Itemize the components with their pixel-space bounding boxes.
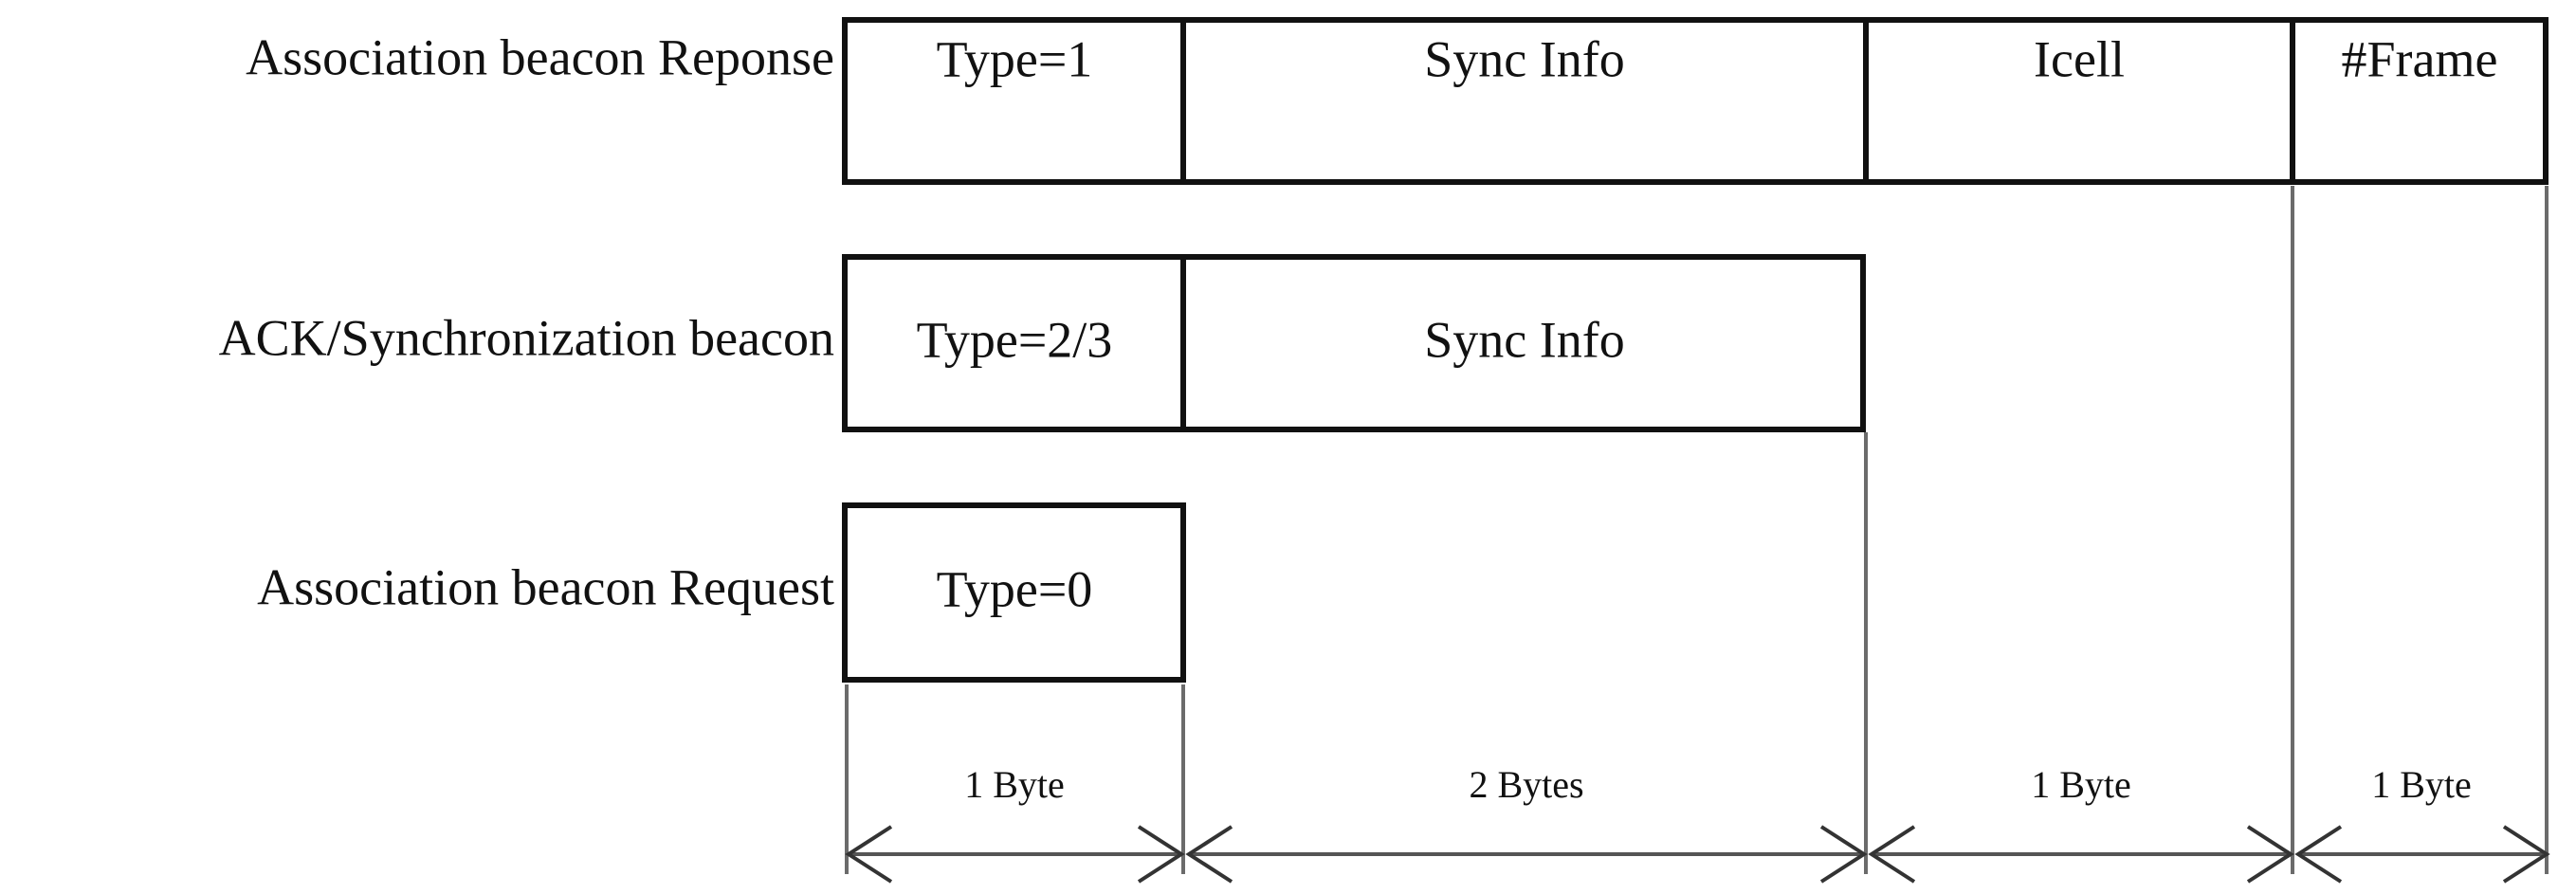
field-sync-info-2: Sync Info — [1424, 311, 1624, 368]
arrow-head-left-icon — [845, 825, 893, 884]
field-frame-number: #Frame — [2342, 30, 2498, 87]
row-label-association-beacon-request: Association beacon Request — [257, 558, 834, 615]
arrow-head-right-icon — [1137, 825, 1185, 884]
arrow-head-right-icon — [2246, 825, 2294, 884]
row-label-association-beacon-reponse: Association beacon Reponse — [246, 28, 834, 85]
dim-label-type: 1 Byte — [964, 763, 1065, 806]
row-label-ack-synchronization-beacon: ACK/Synchronization beacon — [219, 309, 834, 366]
row-association-beacon-reponse: Type=1 Sync Info Icell #Frame — [842, 17, 2549, 185]
field-icell: Icell — [2034, 30, 2125, 87]
dim-label-sync: 2 Bytes — [1469, 763, 1583, 806]
arrow-head-left-icon — [1868, 825, 1916, 884]
arrow-head-left-icon — [2294, 825, 2343, 884]
dimension-sync-info-bytes: 2 Bytes — [1185, 763, 1868, 884]
row-ack-synchronization-beacon: Type=2/3 Sync Info — [842, 254, 1866, 432]
arrow-head-left-icon — [1185, 825, 1233, 884]
arrow-head-right-icon — [2502, 825, 2550, 884]
dim-label-frame: 1 Byte — [2371, 763, 2472, 806]
field-sync-info-1: Sync Info — [1424, 30, 1624, 87]
arrow-head-right-icon — [1819, 825, 1868, 884]
field-type-0: Type=0 — [937, 560, 1093, 617]
dim-label-icell: 1 Byte — [2031, 763, 2131, 806]
dimension-icell-byte: 1 Byte — [1868, 763, 2294, 884]
row3-outer-box — [842, 502, 1186, 683]
dimension-frame-byte: 1 Byte — [2294, 763, 2550, 884]
row2-outer-box — [842, 254, 1866, 432]
field-type-1: Type=1 — [937, 30, 1093, 87]
dimension-type-byte: 1 Byte — [845, 763, 1185, 884]
row1-outer-box — [842, 17, 2549, 185]
field-type-2-3: Type=2/3 — [917, 311, 1113, 368]
dimension-extension-lines — [845, 186, 2549, 874]
row-association-beacon-request: Type=0 — [842, 502, 1186, 683]
